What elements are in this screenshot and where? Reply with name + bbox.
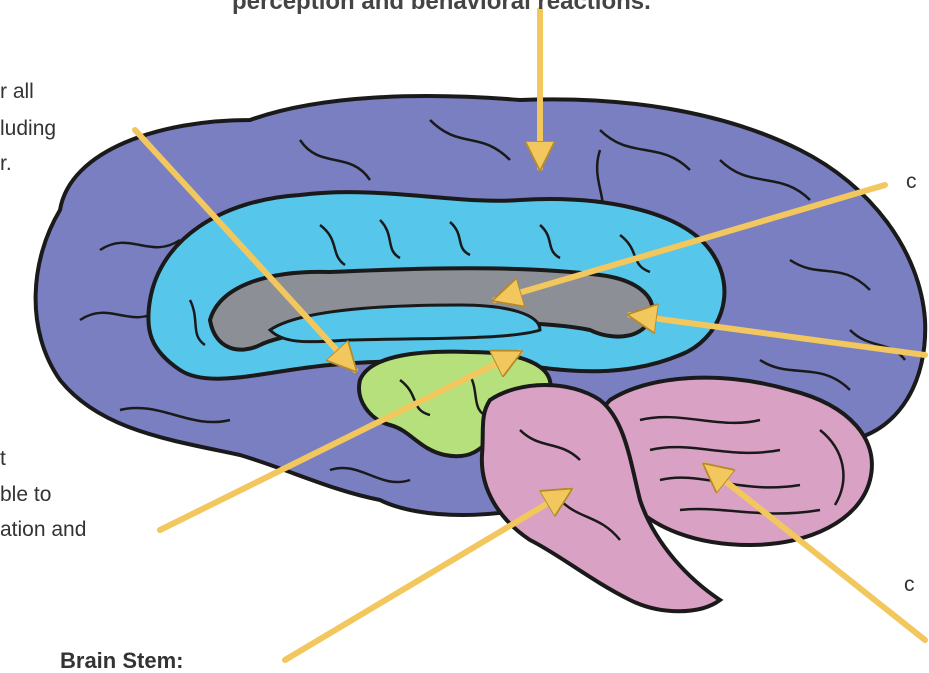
label-left-bottom-2: ble to xyxy=(0,483,51,507)
label-right-bottom: c xyxy=(904,573,915,597)
label-left-top-3: r. xyxy=(0,152,12,176)
label-top: perception and behavioral reactions. xyxy=(232,0,651,16)
label-left-bottom-1: t xyxy=(0,447,6,471)
label-left-top-2: luding xyxy=(0,117,56,141)
arrow-bottom-center xyxy=(285,490,570,660)
label-left-bottom-3: ation and xyxy=(0,518,86,542)
label-right-top: c xyxy=(906,170,917,194)
label-brain-stem: Brain Stem: xyxy=(60,648,183,673)
label-left-top-1: r all xyxy=(0,80,34,104)
